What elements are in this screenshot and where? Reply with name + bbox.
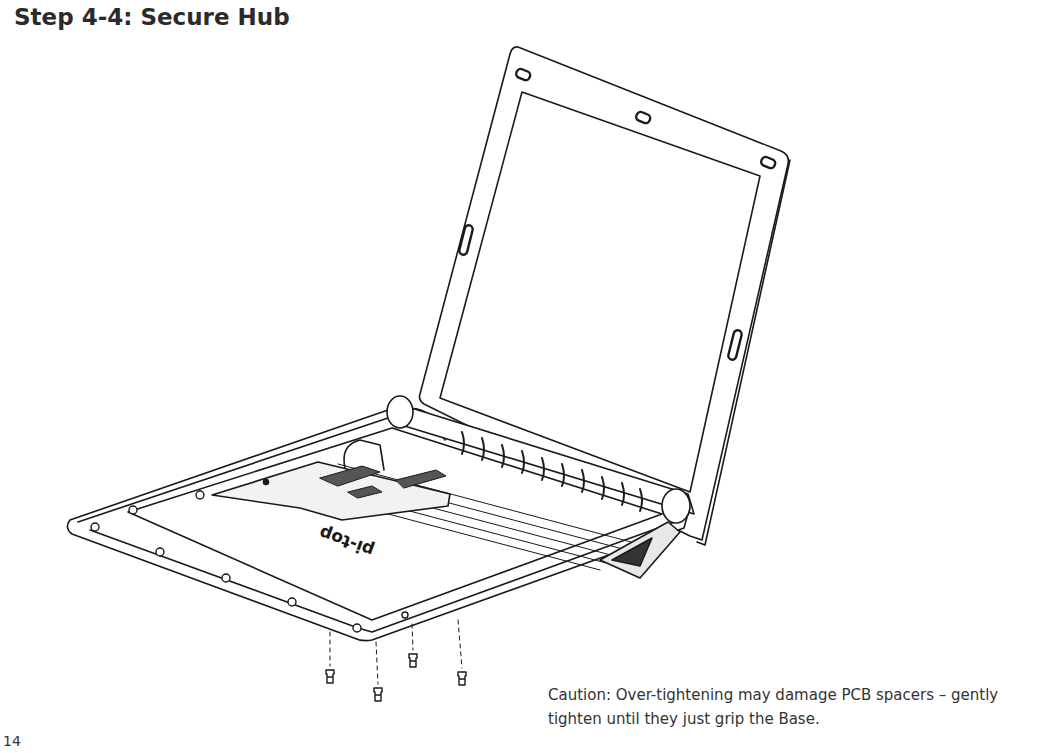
pcb-spacer bbox=[264, 480, 269, 485]
hub-pcb bbox=[212, 462, 450, 520]
hub-components bbox=[320, 466, 446, 498]
frame-slot bbox=[515, 68, 531, 82]
frame-slot bbox=[727, 329, 742, 360]
hinge-end bbox=[387, 396, 413, 428]
base-leg bbox=[600, 522, 680, 578]
hinge-clips bbox=[462, 432, 642, 511]
base-tray bbox=[128, 428, 662, 620]
frame-slot bbox=[635, 111, 651, 125]
screen-frame-edge bbox=[697, 160, 790, 545]
caution-note: Caution: Over-tightening may damage PCB … bbox=[548, 683, 1030, 731]
screws bbox=[326, 654, 466, 701]
step-title: Step 4-4: Secure Hub bbox=[14, 4, 290, 30]
hinge-end bbox=[662, 489, 690, 523]
page-number: 14 bbox=[3, 733, 21, 749]
base-rim bbox=[78, 418, 680, 632]
base-leg-inner bbox=[612, 538, 652, 566]
hinge-bar bbox=[392, 402, 694, 514]
screw-guides bbox=[330, 620, 462, 684]
frame-slot bbox=[760, 156, 776, 170]
frame-slot bbox=[458, 224, 473, 255]
base-rivets bbox=[91, 491, 408, 632]
